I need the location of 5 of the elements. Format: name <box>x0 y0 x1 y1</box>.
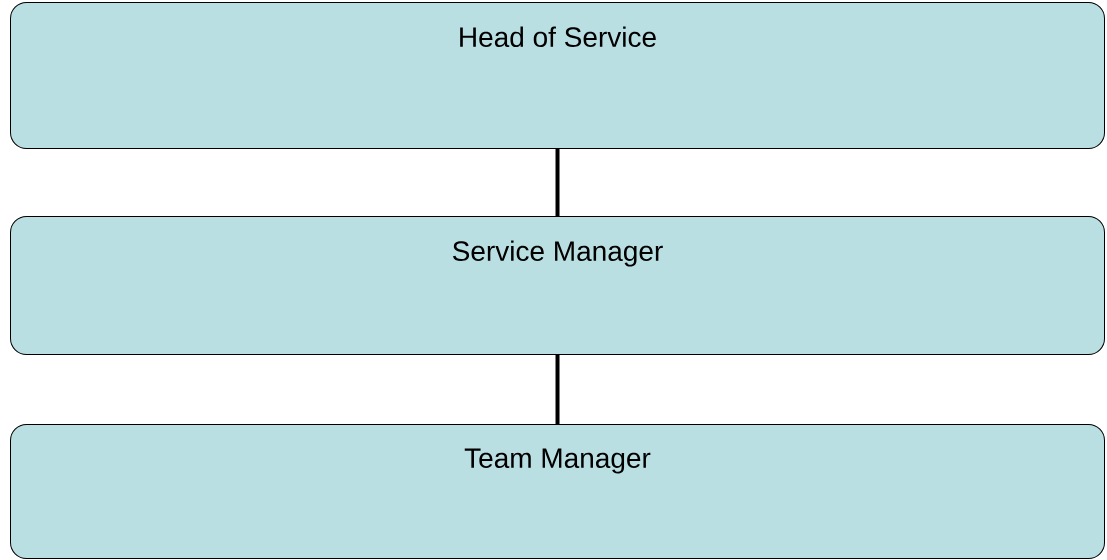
org-box: Service Manager <box>10 216 1105 355</box>
org-box: Head of Service <box>10 2 1105 149</box>
org-box: Team Manager <box>10 424 1105 559</box>
connector-line <box>555 149 560 216</box>
connector-line <box>555 355 560 424</box>
